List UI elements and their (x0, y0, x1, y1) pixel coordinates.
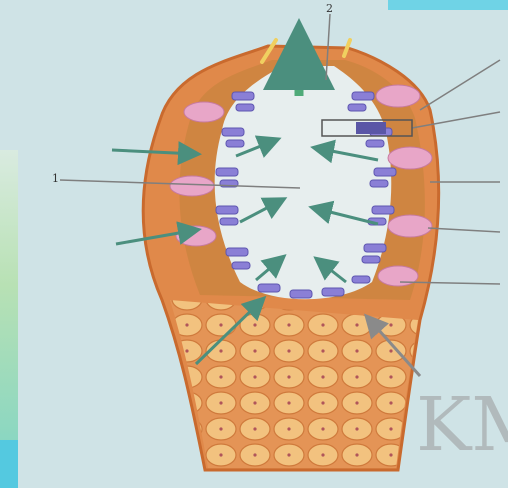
porocyte (376, 85, 420, 107)
porocyte (388, 215, 432, 237)
pointer-line (420, 60, 500, 110)
label-top: 2 (326, 2, 333, 15)
label-box-marker (356, 122, 386, 134)
porocyte (170, 176, 214, 196)
porocyte (388, 147, 432, 169)
pointer-line (428, 228, 500, 232)
porocyte (176, 226, 216, 246)
label-left: 1 (52, 172, 59, 185)
porocyte (378, 266, 418, 286)
porocyte (184, 102, 224, 122)
sponge-lower-body (170, 300, 418, 468)
watermark-text: KM (416, 382, 508, 468)
